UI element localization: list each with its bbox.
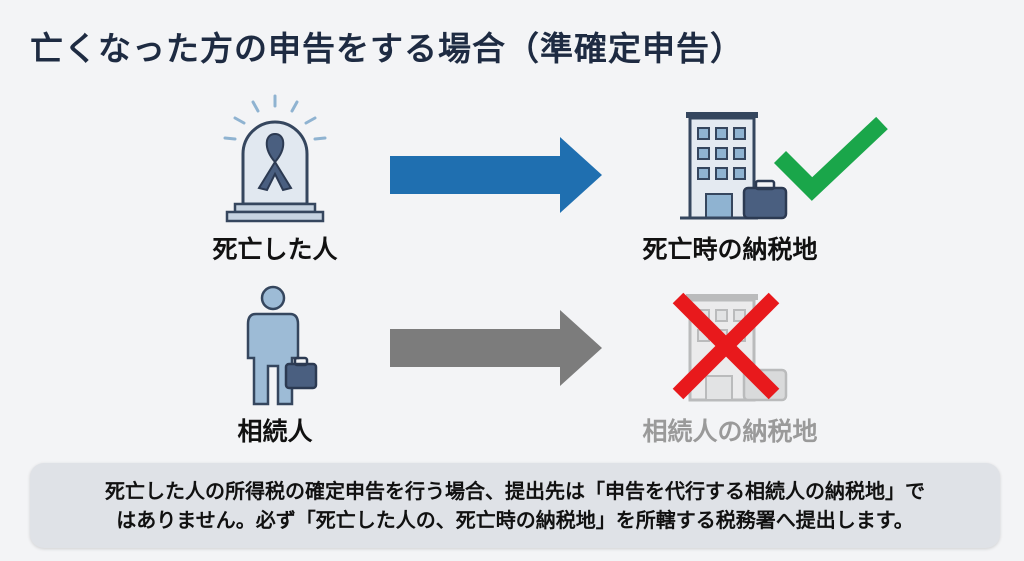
note-line-2: はありません。必ず「死亡した人の、死亡時の納税地」を所轄する税務署へ提出します。 bbox=[116, 507, 914, 532]
note-line-1: 死亡した人の所得税の確定申告を行う場合、提出先は「申告を代行する相続人の納税地」… bbox=[105, 478, 925, 503]
page-title: 亡くなった方の申告をする場合（準確定申告） bbox=[30, 29, 744, 68]
heir-label: 相続人 bbox=[237, 417, 313, 446]
checkmark-icon bbox=[773, 116, 888, 201]
office-building-icon bbox=[680, 112, 788, 220]
arrow-right-gray-icon bbox=[390, 310, 602, 386]
arrow-right-icon bbox=[390, 137, 602, 213]
heir-person-icon bbox=[246, 285, 318, 406]
deceased-tax-place-label: 死亡時の納税地 bbox=[642, 235, 818, 264]
explanation-note-box: 死亡した人の所得税の確定申告を行う場合、提出先は「申告を代行する相続人の納税地」… bbox=[30, 463, 1000, 548]
cross-mark-icon bbox=[672, 292, 780, 400]
deceased-person-label: 死亡した人 bbox=[212, 235, 338, 264]
memorial-ribbon-gravestone-icon bbox=[223, 94, 327, 223]
heir-tax-place-label: 相続人の納税地 bbox=[642, 417, 818, 446]
